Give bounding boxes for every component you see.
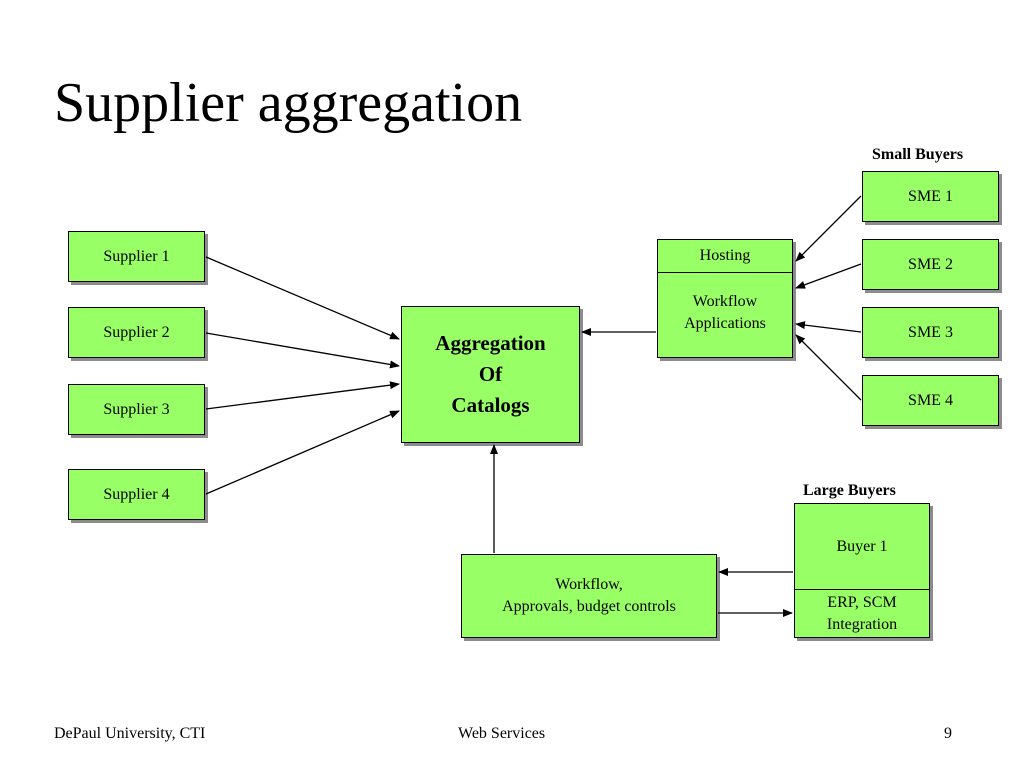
arrow-supplier-2 bbox=[205, 332, 400, 369]
buyer-1-box: Buyer 1 ERP, SCM Integration bbox=[794, 503, 930, 638]
arrow-supplier-3 bbox=[205, 381, 400, 410]
supplier-2-box: Supplier 2 bbox=[68, 307, 205, 358]
workflow-label: Workflow, Approvals, budget controls bbox=[502, 576, 676, 615]
buyer-1-body: ERP, SCM Integration bbox=[826, 594, 898, 633]
supplier-2-label: Supplier 2 bbox=[103, 323, 170, 341]
sme-3-box: SME 3 bbox=[862, 307, 999, 358]
small-buyers-label: Small Buyers bbox=[872, 146, 964, 163]
supplier-4-box: Supplier 4 bbox=[68, 469, 205, 520]
supplier-3-label: Supplier 3 bbox=[103, 400, 170, 418]
arrow-sme-1 bbox=[795, 195, 862, 262]
hosting-body: Workflow Applications bbox=[684, 293, 766, 332]
aggregation-box: Aggregation Of Catalogs bbox=[401, 306, 580, 443]
slide-title: Supplier aggregation bbox=[54, 72, 523, 134]
hosting-box: Hosting Workflow Applications bbox=[657, 239, 793, 358]
aggregation-label: Aggregation Of Catalogs bbox=[435, 331, 546, 417]
buyer-1-header: Buyer 1 bbox=[795, 504, 929, 590]
supplier-4-label: Supplier 4 bbox=[103, 485, 170, 503]
supplier-1-box: Supplier 1 bbox=[68, 231, 205, 282]
sme-2-box: SME 2 bbox=[862, 239, 999, 290]
sme-4-label: SME 4 bbox=[908, 391, 953, 409]
sme-1-label: SME 1 bbox=[908, 187, 953, 205]
sme-2-label: SME 2 bbox=[908, 255, 953, 273]
arrow-sme-2 bbox=[795, 263, 862, 289]
arrow-supplier-1 bbox=[205, 256, 400, 340]
workflow-box: Workflow, Approvals, budget controls bbox=[461, 554, 717, 638]
hosting-header: Hosting bbox=[658, 240, 792, 273]
supplier-3-box: Supplier 3 bbox=[68, 384, 205, 435]
sme-3-label: SME 3 bbox=[908, 323, 953, 341]
arrow-supplier-4 bbox=[205, 410, 400, 495]
sme-4-box: SME 4 bbox=[862, 375, 999, 426]
sme-1-box: SME 1 bbox=[862, 171, 999, 222]
footer-center: Web Services bbox=[458, 725, 546, 742]
footer-page-number: 9 bbox=[944, 725, 952, 742]
arrow-sme-3 bbox=[795, 321, 862, 333]
footer-left: DePaul University, CTI bbox=[54, 725, 206, 742]
large-buyers-label: Large Buyers bbox=[803, 482, 896, 499]
supplier-1-label: Supplier 1 bbox=[103, 247, 170, 265]
arrow-sme-4 bbox=[795, 334, 862, 401]
